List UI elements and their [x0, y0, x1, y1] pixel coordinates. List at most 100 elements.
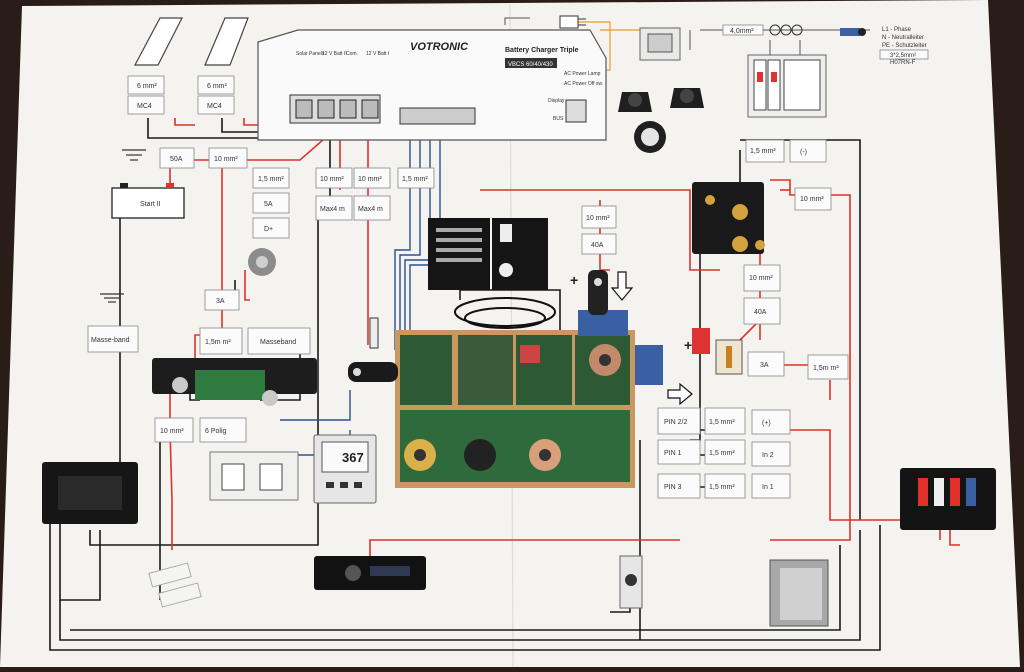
charger-model: VBCS 60/40/430	[508, 62, 553, 68]
fuse-holder-right	[715, 339, 743, 375]
legend-n: N - Neutralleiter	[882, 35, 924, 41]
wire-10-top-label: 10 mm²	[586, 215, 610, 222]
battery-charger-triple	[257, 29, 607, 141]
legend-wire-size: 4,0mm²	[730, 28, 754, 35]
terminal-batt1-label: 12 V Batt I	[366, 51, 389, 57]
ground-symbol-2	[100, 293, 124, 303]
socket-left	[618, 92, 652, 112]
plus-sign-top: +	[570, 272, 578, 288]
arrow-right	[667, 382, 693, 406]
terminal-batt2-label: 12 V Batt II	[322, 51, 347, 57]
legend-cable: 3*2,5mm²	[890, 53, 916, 59]
alternator	[248, 248, 276, 276]
car-radio	[314, 556, 426, 590]
start-battery	[111, 183, 185, 219]
pin1-label: PIN 1	[664, 450, 682, 457]
battery-monitor-display	[313, 434, 377, 504]
arrow-down	[610, 271, 634, 301]
max4-a-label: Max4 m	[320, 206, 345, 213]
wire-10-mid-label: 10 mm²	[749, 275, 773, 282]
max4-b-label: Max4 m	[358, 206, 383, 213]
legend-cable-box	[879, 49, 929, 60]
plus-in-label: (+)	[762, 420, 771, 427]
fuse-5a-label: 5A	[264, 201, 273, 208]
w15-a-label: 1,5 mm²	[709, 419, 735, 426]
terminal-com-label: Com.	[346, 51, 358, 57]
led-lights	[148, 562, 202, 608]
socket-right	[670, 88, 704, 108]
wires-red	[169, 117, 960, 560]
cable-coil	[454, 297, 556, 329]
fuse-50a-label: 50A	[170, 156, 183, 163]
spec-sheet-card	[428, 218, 548, 290]
solar-panel-2	[204, 17, 249, 66]
fuse-3a-left-label: 3A	[216, 298, 225, 305]
ac-connector-coil	[769, 24, 803, 36]
rotary-switch	[634, 121, 666, 153]
wire-10-b1-label: 10 mm²	[358, 176, 382, 183]
pin22-label: PIN 2/2	[664, 419, 687, 426]
ac-power-off-label: AC Power Off sw.	[564, 81, 603, 87]
wire-10-b2-label: 10 mm²	[320, 176, 344, 183]
wires-blue	[260, 130, 441, 456]
masse-band-2-label: Masseband	[260, 339, 296, 346]
power-plug	[559, 15, 586, 29]
w15-b-label: 1,5 mm²	[709, 450, 735, 457]
wire-15-right-label: 1,5 mm²	[750, 148, 776, 155]
busbar-left	[348, 362, 398, 382]
bluetooth-connector	[209, 451, 299, 501]
fridge	[769, 559, 829, 627]
shunt-module	[152, 358, 317, 406]
display-port-label: Display	[548, 98, 565, 104]
battery-bank-boards	[395, 310, 663, 488]
solar-panel-1	[134, 17, 183, 66]
wire-10-start-label: 10 mm²	[214, 156, 238, 163]
legend-wire-box	[722, 24, 764, 36]
battery-switch-relay	[692, 182, 765, 254]
mc4-label-1: MC4	[137, 103, 152, 110]
ac-power-lamp-label: AC Power Lamp	[564, 71, 601, 77]
fuse-3a-right-label: 3A	[760, 362, 769, 369]
mc4-label-2: MC4	[207, 103, 222, 110]
usb-socket	[619, 555, 643, 609]
busbar-top	[588, 270, 608, 315]
legend-cable-type: H07RN-F	[890, 60, 916, 66]
charger-brand-label: VOTRONIC	[410, 41, 469, 53]
six-polig-label: 6 Polig	[205, 428, 227, 435]
start-battery-label: Start II	[140, 201, 161, 208]
d-plus-label: D+	[264, 226, 273, 233]
ac-cable-end	[840, 28, 866, 36]
distribution-panel-left	[42, 462, 138, 524]
pin3-label: PIN 3	[664, 484, 682, 491]
in1-label: In 1	[762, 484, 774, 491]
display-value: 367	[342, 450, 364, 465]
ac-inlet	[639, 27, 681, 61]
bus-port-label: BUS	[553, 116, 564, 122]
wire-15-ctrl-label: 1,5 mm²	[402, 176, 428, 183]
in2-label: In 2	[762, 452, 774, 459]
ground-symbol-1	[122, 149, 146, 161]
panel1-size: 6 mm²	[137, 83, 158, 90]
terminal-solar-label: Solar Panels	[296, 51, 325, 57]
len-15m-left-label: 1,5m m²	[205, 339, 231, 346]
legend-pe: PE - Schutzleiter	[882, 43, 927, 49]
len-15m-right-label: 1,5m m²	[813, 365, 839, 372]
fuse-40a-top-label: 40A	[591, 242, 604, 249]
plus-sign-mid: +	[684, 337, 692, 353]
w15-c-label: 1,5 mm²	[709, 484, 735, 491]
fuse-holder-left	[369, 317, 379, 349]
minus-label: (-)	[800, 149, 807, 156]
fuse-40a-mid-label: 40A	[754, 309, 767, 316]
wire-10-r-label: 10 mm²	[800, 196, 824, 203]
rcd-breaker-unit	[747, 54, 827, 118]
legend-l1: L1 - Phase	[882, 27, 912, 33]
masse-band-1-label: Masse-band	[91, 337, 130, 344]
panel2-size: 6 mm²	[207, 83, 228, 90]
charger-title: Battery Charger Triple	[505, 47, 579, 54]
distribution-panel-right	[900, 468, 996, 530]
label-boxes	[87, 75, 849, 499]
fuse-block-red	[692, 328, 710, 354]
wire-15-d-label: 1,5 mm²	[258, 176, 284, 183]
